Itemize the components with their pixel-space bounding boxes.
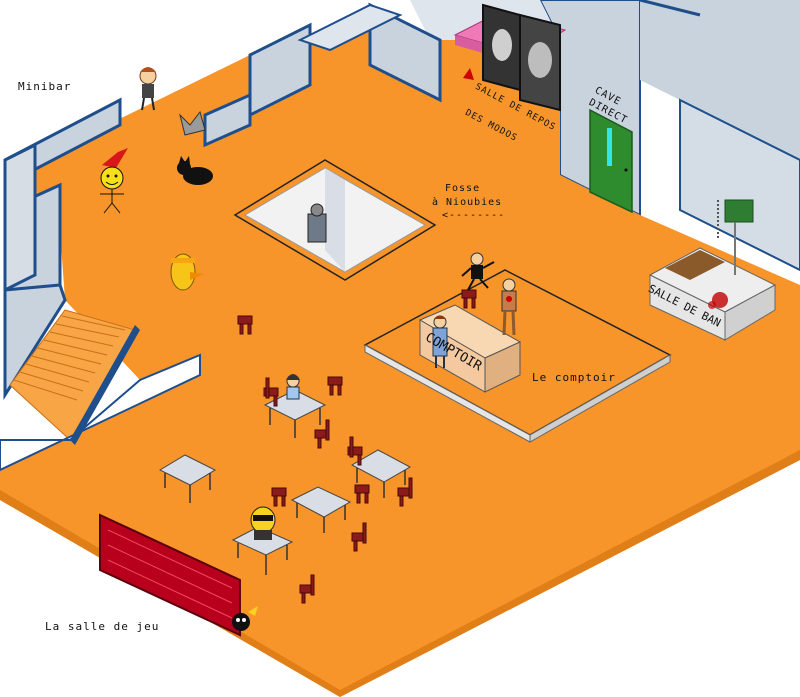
left-wall-side	[3, 142, 37, 293]
label-minibar: Minibar	[18, 80, 72, 93]
label-salle-de-jeu: La salle de jeu	[45, 620, 160, 633]
tables	[158, 389, 412, 556]
table	[350, 449, 412, 483]
far-right-wall	[640, 0, 800, 160]
chair	[461, 289, 477, 299]
avatar-gargoyle[interactable]	[179, 110, 206, 136]
label-fosse-2: à Nioubies	[432, 197, 503, 208]
chair	[237, 315, 253, 325]
ban-bench	[665, 250, 725, 280]
avatar-bloody-man[interactable]	[501, 278, 517, 336]
avatar-minibar-redhair[interactable]	[139, 67, 157, 111]
chair	[263, 387, 279, 397]
stair-steps	[13, 315, 126, 401]
minibar-wall-right	[203, 92, 252, 148]
lower-left-platform	[0, 353, 201, 472]
fosse-wall	[325, 168, 345, 272]
chair	[347, 446, 363, 456]
ban-tub-side	[724, 284, 776, 341]
label-fosse-1: Fosse	[445, 183, 481, 194]
avatar-smiley-gnome[interactable]	[100, 148, 128, 214]
avatar-yellow-duck[interactable]	[170, 253, 204, 291]
left-wall-lower	[3, 283, 67, 401]
label-le-comptoir: Le comptoir	[532, 371, 616, 384]
comptoir-platform-side2	[529, 354, 671, 443]
avatar-black-cat[interactable]	[177, 156, 213, 185]
chairs	[237, 289, 477, 604]
counter-end	[484, 341, 521, 393]
avatar-bartender[interactable]	[432, 315, 448, 369]
avatar-skull-icon[interactable]	[232, 606, 258, 631]
table	[263, 389, 327, 421]
back-wall-mid	[368, 2, 442, 103]
right-building-wall	[679, 98, 800, 272]
chair	[354, 484, 370, 494]
table	[231, 526, 294, 556]
table	[158, 454, 217, 486]
stair-rail	[70, 325, 140, 445]
table	[290, 486, 352, 518]
avatar-sunglasses-guy[interactable]	[250, 506, 276, 540]
avatar-jumping-black[interactable]	[461, 252, 495, 291]
ban-box	[724, 199, 754, 223]
avatar-fosse-knight[interactable]	[307, 203, 327, 243]
chair	[327, 376, 343, 386]
back-wall-top	[297, 3, 403, 52]
avatar-seated-girl[interactable]	[286, 374, 300, 400]
label-fosse-arrow: <--------	[442, 210, 506, 221]
chair	[271, 487, 287, 497]
